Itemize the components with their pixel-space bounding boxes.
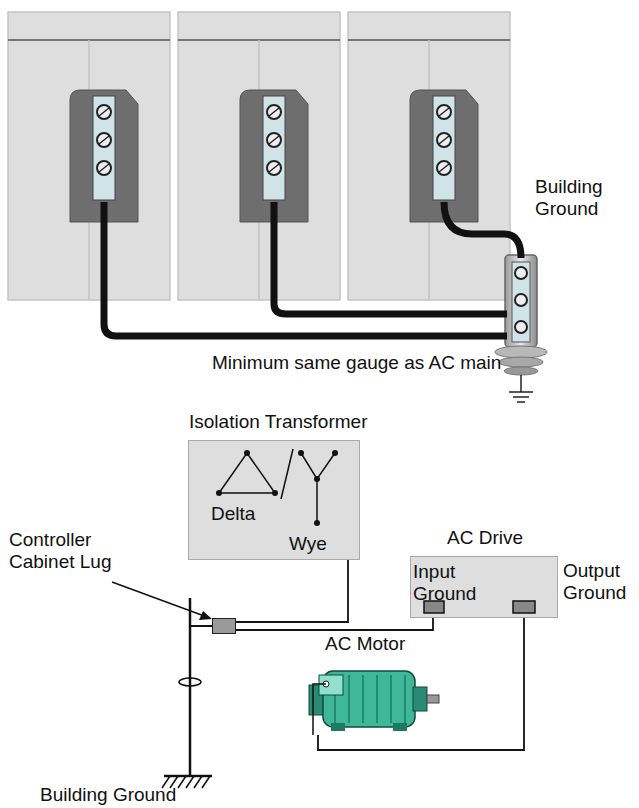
ground-wires	[104, 202, 521, 336]
ground-wire	[318, 618, 524, 750]
node-art	[189, 441, 361, 561]
cabinet-lug: Controller Cabinet Lug	[212, 618, 236, 634]
node-art	[305, 665, 440, 735]
text-label: Building Ground	[535, 176, 635, 220]
node-text: Wye	[289, 533, 349, 555]
drive-box: AC DriveInput Ground	[410, 556, 558, 618]
node-text: Input Ground	[413, 561, 485, 605]
building-ground-conductor	[162, 598, 213, 788]
ground-bus	[495, 255, 547, 402]
transformer-box: Isolation TransformerDeltaWye	[188, 440, 360, 560]
motor: AC Motor	[305, 665, 440, 735]
node-text: Isolation Transformer	[189, 411, 429, 433]
ground-wire	[236, 560, 348, 622]
node-text: Controller Cabinet Lug	[9, 529, 129, 573]
text-label: Output Ground	[563, 560, 637, 604]
lug-leader	[112, 582, 212, 620]
node-text: AC Motor	[325, 633, 435, 655]
ground-wire	[236, 618, 433, 630]
text-label: Building Ground	[40, 784, 200, 806]
text-label: Minimum same gauge as AC main	[212, 352, 542, 374]
node-text: Delta	[211, 503, 281, 525]
cabinets	[8, 12, 510, 300]
node-text: AC Drive	[447, 527, 557, 549]
